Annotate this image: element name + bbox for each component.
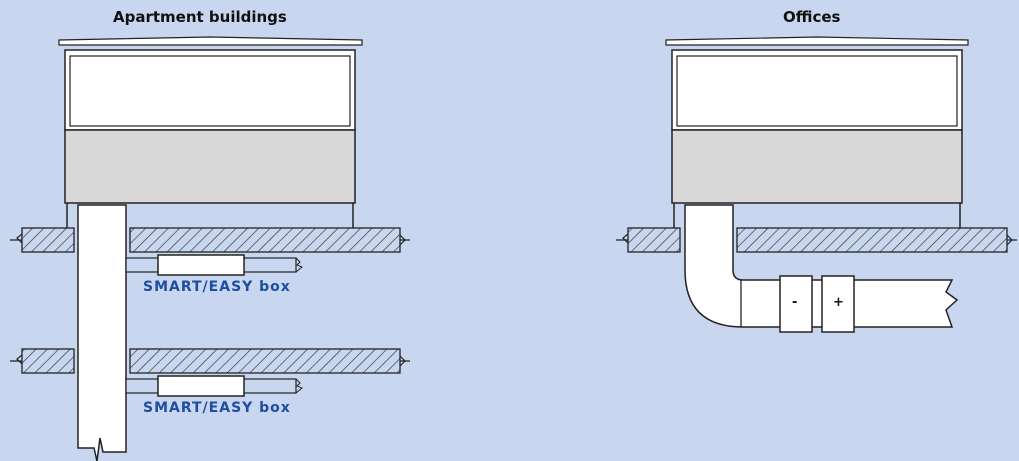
office-floor-slab [616, 227, 1017, 253]
apartment-upper-section [64, 49, 356, 131]
office-lower-section [671, 129, 963, 204]
apartment-lower-section [64, 129, 356, 204]
minus-sign: - [792, 295, 798, 310]
apartment-building [58, 36, 363, 228]
smart-easy-box-lower [125, 375, 303, 397]
smart-easy-box-label-upper: SMART/EASY box [143, 279, 291, 295]
office-plus-box [821, 275, 855, 333]
office-elbow-duct [684, 204, 959, 328]
apartment-title: Apartment buildings [113, 8, 287, 26]
office-minus-box [779, 275, 813, 333]
office-roof [665, 36, 969, 46]
smart-easy-box-upper [125, 254, 303, 276]
apartment-roof [58, 36, 363, 46]
office-upper-section [671, 49, 963, 131]
apartment-vertical-duct [77, 204, 127, 461]
smart-easy-box-label-lower: SMART/EASY box [143, 400, 291, 416]
office-building [665, 36, 969, 228]
office-title: Offices [783, 8, 841, 26]
plus-sign: + [833, 295, 844, 310]
apartment-floor-slab-2 [10, 348, 410, 374]
apartment-floor-slab-1 [10, 227, 410, 253]
